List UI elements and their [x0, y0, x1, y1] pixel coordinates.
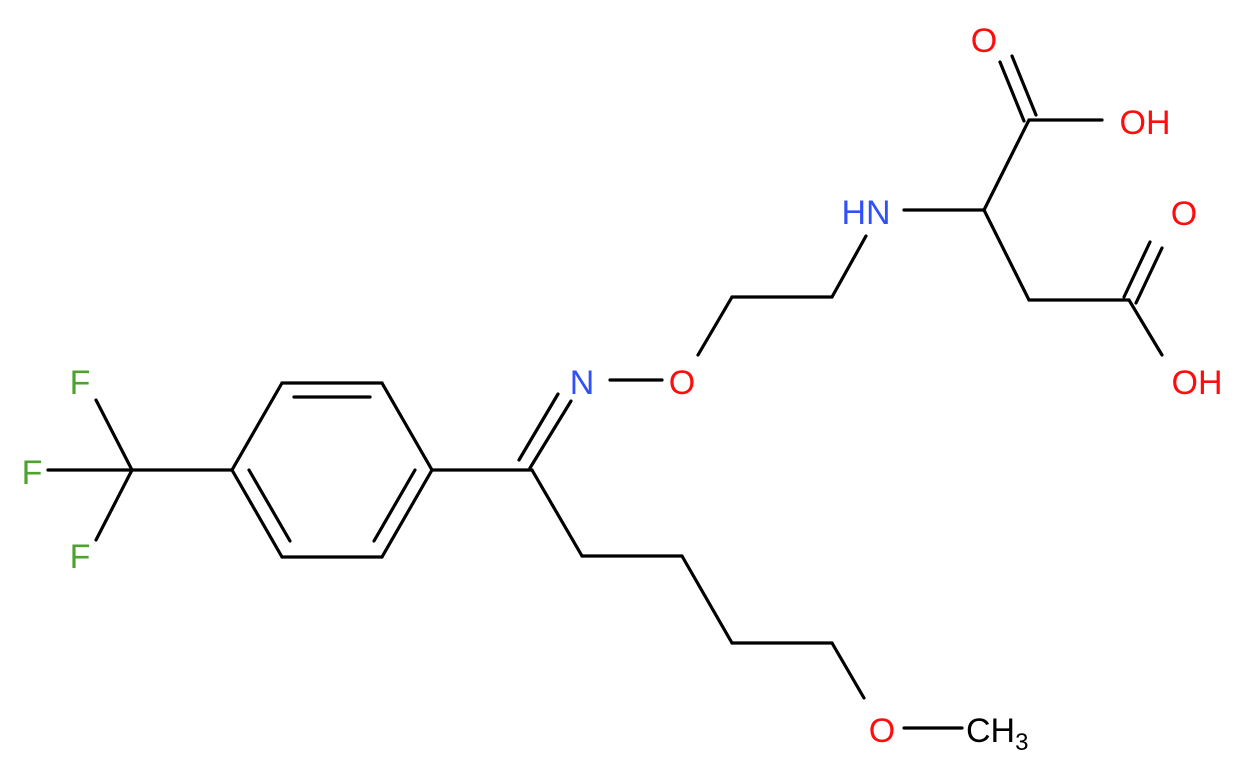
atom-o-carbonyl-2: O	[1171, 195, 1197, 233]
bond-n-c-a	[528, 399, 573, 470]
atom-f-3: F	[70, 538, 91, 576]
atom-n-oxime: N	[570, 364, 595, 402]
atom-hn: HN	[841, 194, 890, 232]
bond-c2-oh2	[1127, 298, 1164, 357]
atom-f-1: F	[70, 364, 91, 402]
atom-o-carbonyl-1: O	[971, 22, 997, 60]
atom-o-oxime: O	[669, 364, 695, 402]
bond-c-f1	[94, 398, 134, 472]
bond-ch2b-o	[696, 295, 734, 357]
ring-bond-1	[380, 381, 434, 472]
ring-double-2	[247, 468, 292, 543]
bond-ch2-2-ch2-3	[680, 554, 734, 645]
ring-bond-3	[230, 381, 284, 472]
ring-bond-6	[380, 468, 434, 559]
bond-c-f3	[94, 468, 134, 542]
atom-oh-2: OH	[1172, 364, 1223, 402]
bond-c2-o2a	[1122, 240, 1152, 299]
bond-ch2-4-o	[830, 641, 866, 700]
bond-nh-ch2a	[830, 234, 868, 299]
bond-c1-o1a	[998, 60, 1026, 123]
atom-ch3-main: CH	[966, 712, 1015, 750]
ring-bond-4	[230, 468, 284, 559]
bond-n-c-b	[517, 392, 560, 462]
atom-oh-1: OH	[1120, 104, 1171, 142]
atom-f-2: F	[22, 454, 43, 492]
bond-calpha-ch2	[982, 208, 1031, 302]
atom-o-ether: O	[869, 712, 895, 750]
ring-double-3	[372, 468, 417, 543]
bond-c1-calpha	[982, 118, 1031, 212]
atom-ch3: CH3	[966, 712, 1028, 756]
atom-ch3-subscript: 3	[1015, 729, 1028, 756]
bond-c2-o2b	[1134, 246, 1164, 305]
bond-c1-o1b	[1010, 54, 1038, 117]
bond-c-ch2-1	[530, 468, 584, 558]
